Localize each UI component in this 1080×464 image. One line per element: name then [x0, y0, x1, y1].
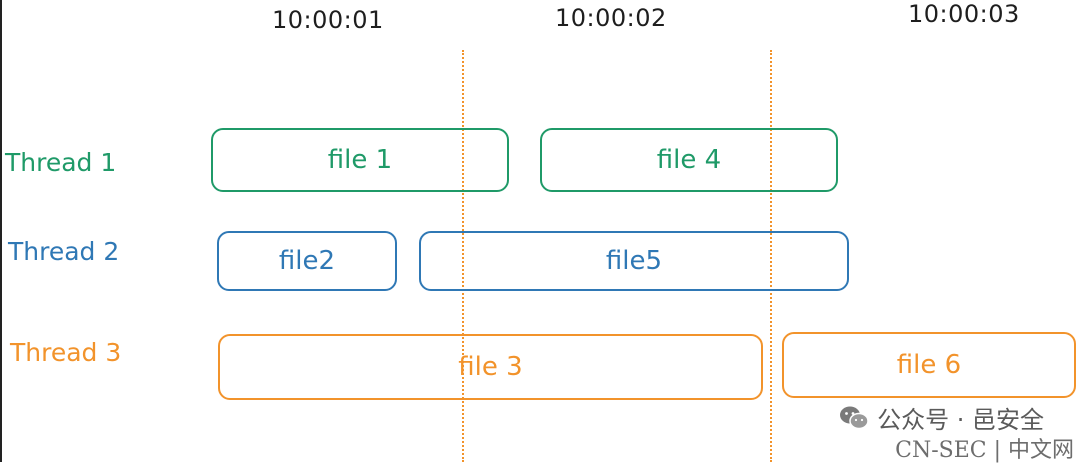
- task-label: file5: [605, 246, 663, 276]
- task-file-3: file 3: [218, 334, 763, 400]
- task-label: file 6: [896, 350, 962, 380]
- task-label: file 4: [656, 145, 722, 175]
- watermark-text: 公众号 · 邑安全: [877, 406, 1044, 434]
- time-label-2: 10:00:02: [555, 4, 667, 32]
- thread-label-2: Thread 2: [8, 237, 120, 266]
- watermark: 公众号 · 邑安全: [839, 400, 1044, 435]
- task-label: file 1: [327, 145, 393, 175]
- task-file-6: file 6: [782, 332, 1076, 398]
- wechat-icon: [839, 405, 869, 431]
- task-file2: file2: [217, 231, 397, 291]
- task-label: file 3: [458, 352, 523, 382]
- task-file-1: file 1: [211, 128, 509, 192]
- watermark-site: CN-SEC | 中文网: [895, 438, 1074, 463]
- time-label-1: 10:00:01: [272, 6, 384, 34]
- left-border: [0, 0, 2, 462]
- second-marker-2: [770, 50, 772, 462]
- time-label-3: 10:00:03: [908, 0, 1020, 28]
- thread-label-3: Thread 3: [10, 338, 122, 367]
- second-marker-1: [462, 50, 464, 462]
- task-label: file2: [278, 246, 336, 276]
- task-file-4: file 4: [540, 128, 838, 192]
- thread-label-1: Thread 1: [5, 148, 117, 177]
- task-file5: file5: [419, 231, 849, 291]
